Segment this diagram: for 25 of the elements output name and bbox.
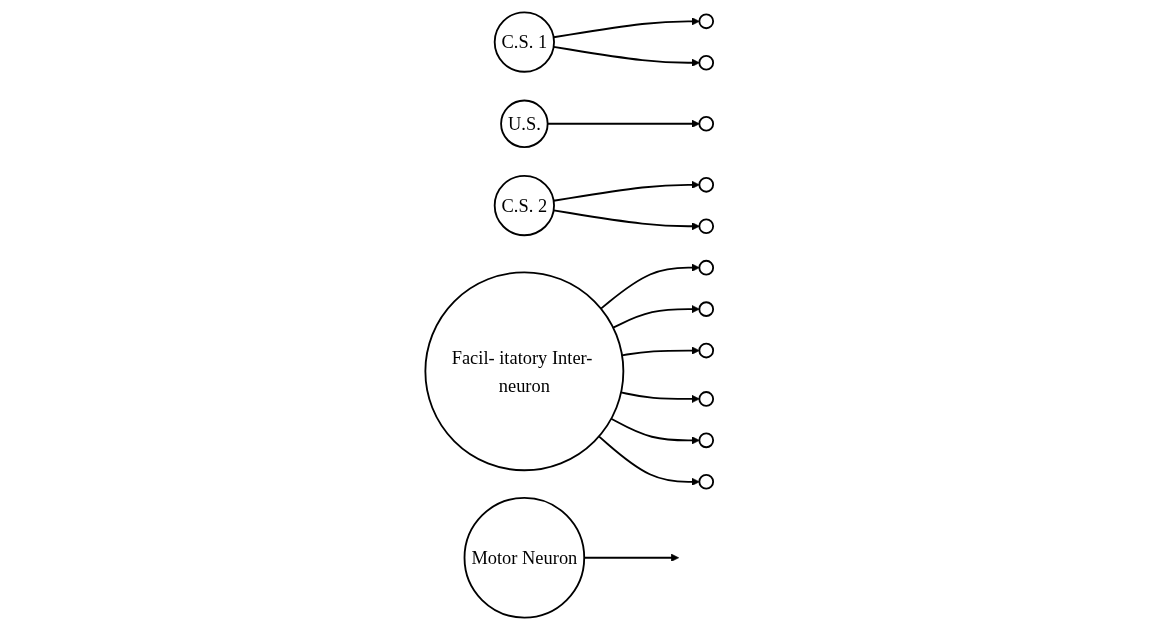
node-circle (698, 342, 715, 359)
node-circle (698, 391, 715, 407)
node-circle (698, 54, 715, 71)
arrow (553, 45, 701, 67)
arrow (621, 346, 701, 357)
arrow (553, 209, 701, 231)
arrow (610, 417, 701, 445)
arrow (553, 17, 701, 39)
node-circle: C.S. 1 (494, 11, 556, 73)
node-circle (698, 218, 715, 235)
arrow (553, 180, 701, 202)
node-circle (698, 115, 715, 132)
node-circle: Facil- itatory Inter- neuron (424, 271, 625, 472)
arrow (600, 263, 701, 310)
arrow (612, 305, 701, 329)
node-circle: C.S. 2 (494, 174, 556, 237)
node-circle (698, 259, 715, 276)
node-circle (698, 473, 715, 490)
node-circle (698, 432, 715, 449)
arrow (598, 435, 701, 486)
node-circle: U.S. (500, 99, 549, 148)
node-circle (698, 301, 715, 317)
node-circle (698, 13, 715, 30)
node-circle: Motor Neuron (463, 497, 586, 619)
node-circle (698, 177, 715, 193)
